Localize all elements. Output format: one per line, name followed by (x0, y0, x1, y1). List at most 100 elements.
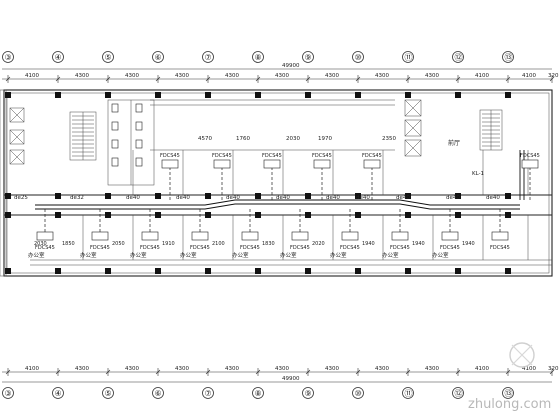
axis-bubble (402, 51, 414, 63)
dimension-value: 4300 (225, 366, 239, 372)
indoor-unit (141, 231, 159, 241)
column (255, 92, 261, 98)
indoor-unit (341, 231, 359, 241)
branch-dimension: 1850 (62, 241, 75, 247)
axis-bubble (402, 387, 414, 399)
axis-bubble (202, 387, 214, 399)
dimension-value: 4300 (325, 73, 339, 79)
column (5, 212, 11, 218)
axis-bubble (52, 51, 64, 63)
unit-model-label: FDCS45 (312, 153, 332, 159)
column (105, 212, 111, 218)
dimension-value: 4300 (225, 73, 239, 79)
axis-label: ⑧ (255, 389, 262, 398)
elevator-shaft (9, 129, 25, 145)
axis-label: ⑫ (455, 389, 463, 398)
main-gas-pipe (35, 203, 520, 210)
axis-label: ⑥ (155, 53, 162, 62)
column (5, 193, 11, 199)
unit-model-label: FDCS45 (290, 245, 310, 251)
branch-dimension: 2050 (112, 241, 125, 247)
branch-dimension: 1970 (318, 136, 332, 142)
pipe-size-label: de32 (70, 195, 84, 201)
elevator-cross (404, 119, 422, 137)
axis-bubble (502, 51, 514, 63)
total-dimension: 49900 (282, 63, 300, 69)
column (155, 268, 161, 274)
branch-dimension: 2020 (312, 241, 325, 247)
room-label: 办公室 (180, 251, 197, 259)
column (205, 268, 211, 274)
axis-bubble (502, 387, 514, 399)
total-dimension: 49900 (282, 376, 300, 382)
column (5, 92, 11, 98)
toilet-fixture (111, 157, 119, 167)
column (255, 193, 261, 199)
axis-label: ⑩ (355, 389, 362, 398)
branch-dimension: 2030 (286, 136, 300, 142)
column (355, 92, 361, 98)
unit-model-label: FDCS45 (212, 153, 232, 159)
dimension-value: 4100 (475, 366, 489, 372)
column (155, 212, 161, 218)
column (405, 268, 411, 274)
branch-dimension: 1940 (362, 241, 375, 247)
axis-label: ⑬ (505, 53, 513, 62)
unit-model-label: FDCS45 (90, 245, 110, 251)
axis-label: ⑤ (105, 53, 112, 62)
axis-bubble (152, 387, 164, 399)
column (455, 92, 461, 98)
column (355, 212, 361, 218)
axis-label: ⑨ (305, 389, 312, 398)
pipe-size-label: de40 (126, 195, 140, 201)
unit-model-label: FDCS45 (240, 245, 260, 251)
column (505, 92, 511, 98)
axis-bubble (52, 387, 64, 399)
branch-dimension: 1940 (412, 241, 425, 247)
dimension-value: 4300 (175, 73, 189, 79)
pipe-size-label: de40 (176, 195, 190, 201)
pipe-size-label: de40 (396, 195, 410, 201)
axis-bubble (302, 387, 314, 399)
axis-bubble (352, 387, 364, 399)
elevator-shaft (9, 149, 25, 165)
indoor-unit (213, 159, 231, 169)
indoor-unit (441, 231, 459, 241)
dimension-value: 4100 (522, 73, 536, 79)
axis-label: ⑪ (405, 53, 413, 62)
unit-model-label: FDCS45 (160, 153, 180, 159)
axis-bubble (252, 387, 264, 399)
dimension-value: 4100 (475, 73, 489, 79)
axis-bubble (152, 51, 164, 63)
column (105, 92, 111, 98)
axis-label: ⑦ (205, 389, 212, 398)
room-label: 办公室 (28, 251, 45, 259)
dimension-value: 4300 (75, 73, 89, 79)
axis-bubble (202, 51, 214, 63)
column (305, 193, 311, 199)
column (305, 212, 311, 218)
branch-dimension: 1910 (162, 241, 175, 247)
column (505, 268, 511, 274)
dimension-value: 4300 (275, 366, 289, 372)
column (5, 268, 11, 274)
structural-columns (5, 92, 511, 274)
watermark-logo (509, 342, 535, 368)
axis-bubble (2, 51, 14, 63)
pipe-size-label: de40 (446, 195, 460, 201)
main-refrigerant-pipes (35, 150, 531, 232)
column (305, 268, 311, 274)
indoor-unit (491, 231, 509, 241)
dimension-value: 4300 (375, 366, 389, 372)
pipe-size-label: de40 (276, 195, 290, 201)
column (205, 212, 211, 218)
unit-model-label: FDCS45 (262, 153, 282, 159)
column (155, 92, 161, 98)
building-walls (0, 89, 553, 277)
axis-bubble (252, 51, 264, 63)
dimension-value: 4300 (75, 366, 89, 372)
axis-label: ④ (55, 389, 62, 398)
